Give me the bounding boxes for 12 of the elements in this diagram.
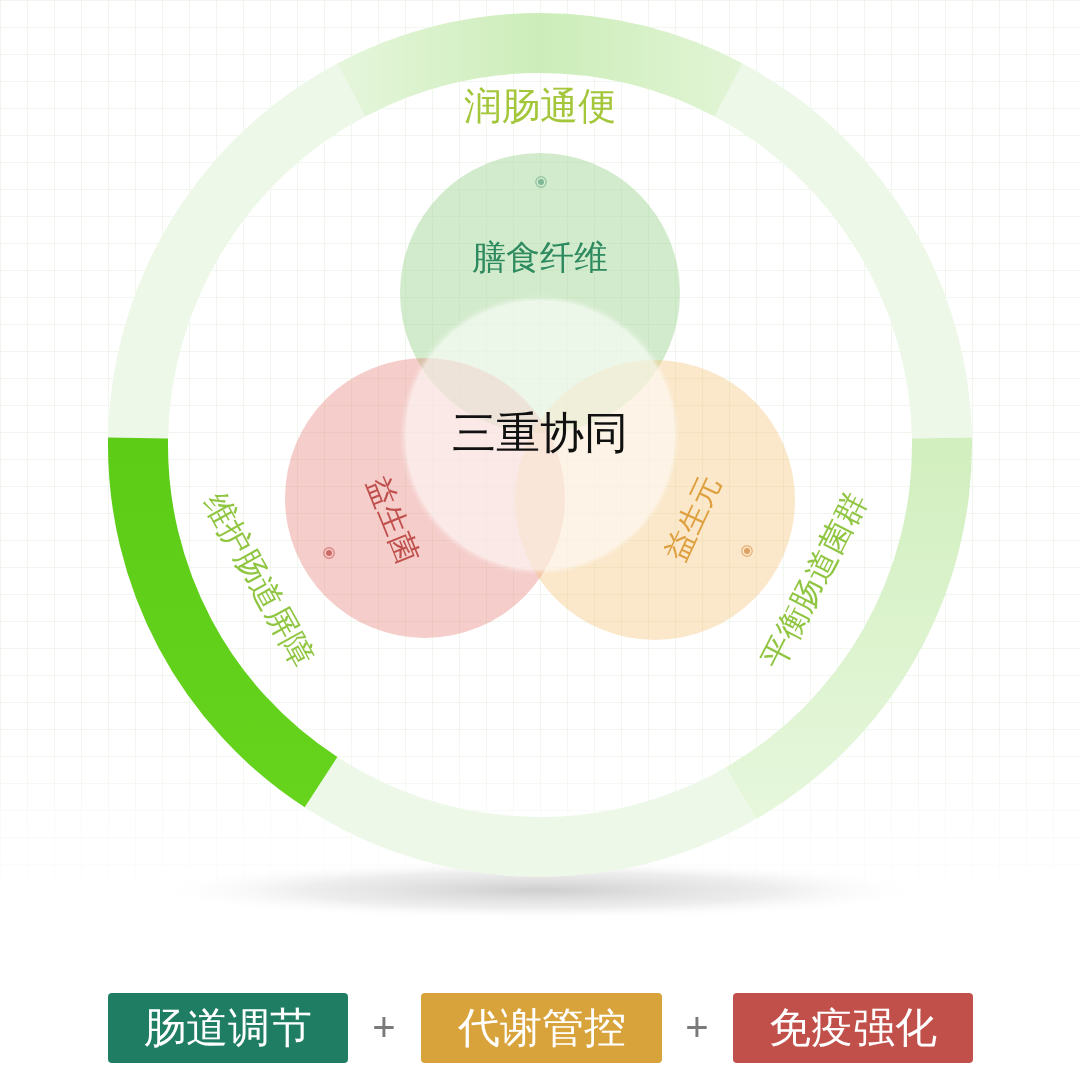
plus-sign: + [685,1007,709,1047]
segment-label: 维护肠道屏障 [198,488,320,672]
plus-sign: + [372,1007,396,1047]
category-tag: 代谢管控 [421,993,662,1063]
category-tag: 免疫强化 [733,993,973,1063]
segment-label: 平衡肠道菌群 [756,487,872,673]
circle-label: 益生菌 [362,472,424,568]
circle-label: 益生元 [660,470,726,566]
segment-label: 润肠通便 [464,87,616,125]
circle-label: 膳食纤维 [472,240,608,274]
circle-label: 三重协同 [452,411,628,455]
category-tag: 肠道调节 [108,993,348,1063]
